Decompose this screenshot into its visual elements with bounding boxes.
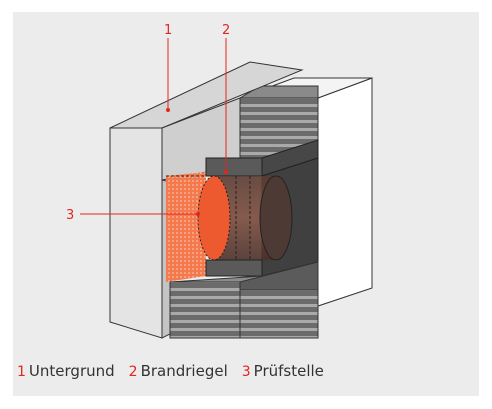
legend: 1 Untergrund 2 Brandriegel 3 Prüfstelle: [17, 362, 324, 380]
svg-text:2: 2: [222, 23, 230, 38]
callout-2: 2: [222, 23, 230, 174]
callout-3: 3: [66, 208, 200, 223]
legend-item-fire-barrier: 2 Brandriegel: [128, 362, 228, 380]
lower-block: [169, 261, 319, 339]
svg-text:3: 3: [66, 208, 74, 223]
legend-item-test-area: 3 Prüfstelle: [241, 362, 324, 380]
test-area: [166, 172, 206, 282]
legend-item-substrate: 1 Untergrund: [17, 362, 115, 380]
svg-text:1: 1: [164, 23, 172, 38]
callout-1: 1: [164, 23, 172, 112]
fire-barrier-block: [166, 139, 319, 277]
